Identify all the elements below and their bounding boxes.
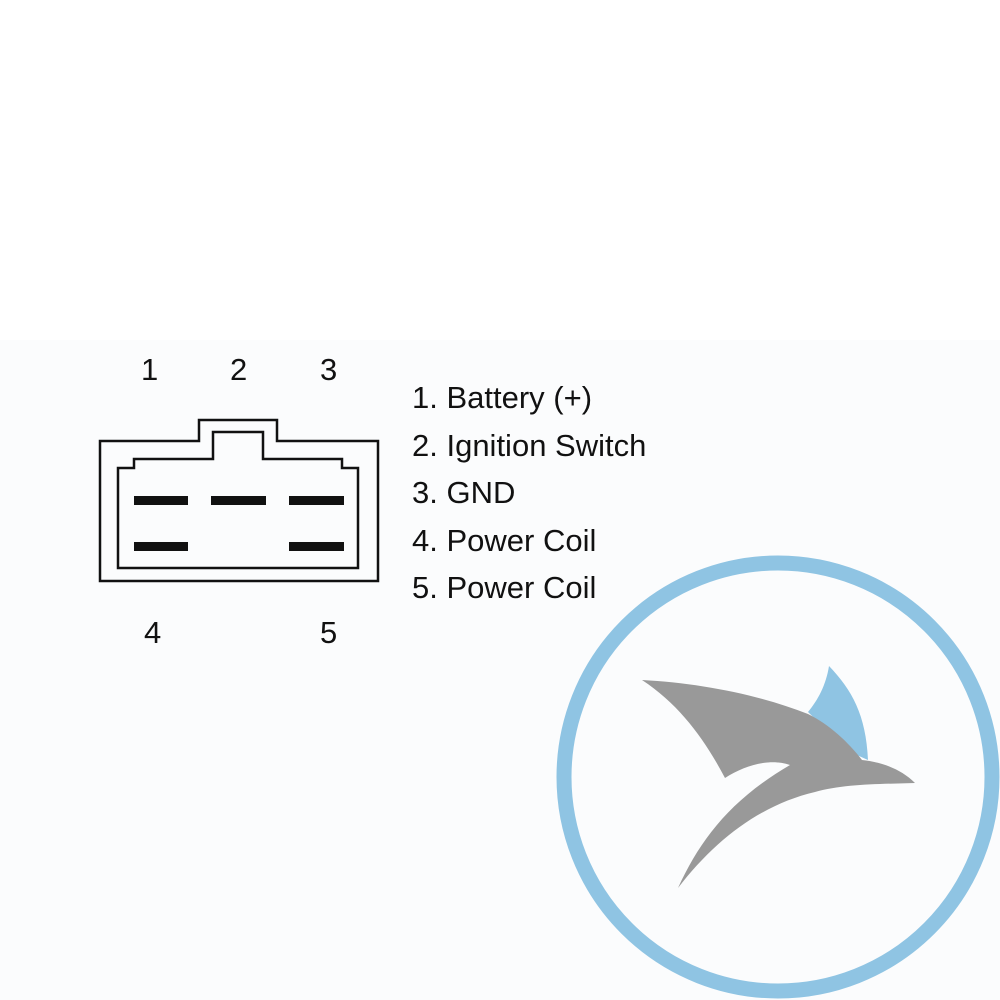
pin-number-4: 4 <box>144 615 162 650</box>
background-band <box>0 340 1000 1000</box>
connector-outer-outline <box>98 418 380 583</box>
pin-number-3: 3 <box>320 352 338 387</box>
connector-inner-outline <box>116 430 360 570</box>
logo-ring <box>556 555 1000 999</box>
pin-1-terminal <box>134 496 188 505</box>
pin-number-5: 5 <box>320 615 338 650</box>
legend-item-4: 4. Power Coil <box>412 522 597 558</box>
pin-legend: 1. Battery (+) 2. Ignition Switch 3. GND… <box>412 378 646 616</box>
legend-item-3: 3. GND <box>412 475 516 510</box>
logo-bird-wing-icon <box>808 666 868 760</box>
pin-5-terminal <box>289 542 344 551</box>
pin-3-terminal <box>289 496 344 505</box>
pin-4-terminal <box>134 542 188 551</box>
legend-item-2: 2. Ignition Switch <box>412 427 647 463</box>
logo-bird-body-icon <box>642 680 915 888</box>
legend-item-1: 1. Battery (+) <box>412 380 593 415</box>
pin-number-2: 2 <box>230 352 248 387</box>
pin-2-terminal <box>211 496 266 505</box>
pin-number-1: 1 <box>141 352 159 387</box>
legend-item-5: 5. Power Coil <box>412 570 597 605</box>
